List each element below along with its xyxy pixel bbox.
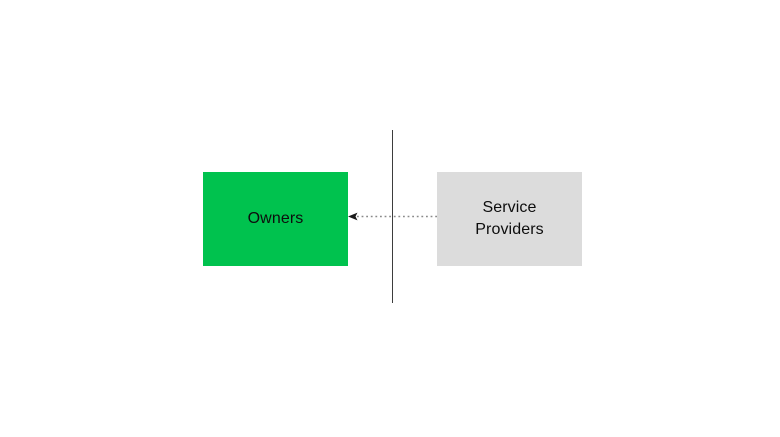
- service-providers-label: Service Providers: [475, 199, 544, 238]
- service-providers-node: Service Providers: [437, 172, 582, 266]
- arrowhead-icon: [348, 212, 358, 221]
- owners-node: Owners: [203, 172, 348, 266]
- owners-label: Owners: [247, 210, 304, 227]
- divider-line: [391, 130, 393, 303]
